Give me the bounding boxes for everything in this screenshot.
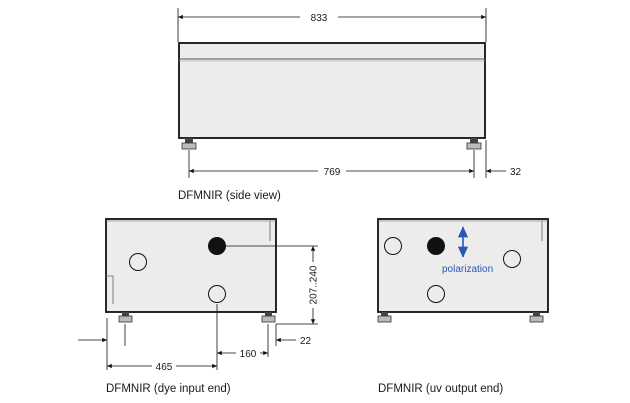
uv-output-end-view: polarization DFMNIR (uv output end) xyxy=(377,218,549,395)
dye-input-port xyxy=(208,237,226,255)
dye-input-end-view: 207..240 22 160 465 DFMNIR (dye input en… xyxy=(78,218,320,395)
dim-overall-length: 833 xyxy=(311,13,328,24)
panel-detail xyxy=(106,275,114,304)
port-circle xyxy=(208,285,226,303)
foot-right xyxy=(466,138,482,150)
port-circle xyxy=(427,285,445,303)
foot-right xyxy=(261,312,276,323)
foot-left xyxy=(118,312,133,323)
uv-output-port xyxy=(427,237,445,255)
dim-height: 207..240 xyxy=(309,265,320,304)
port-circle xyxy=(129,253,147,271)
dim-port-offset: 160 xyxy=(240,349,257,360)
dim-width: 465 xyxy=(156,362,173,373)
port-circle xyxy=(503,250,521,268)
port-circle xyxy=(384,237,402,255)
dim-end-offset: 32 xyxy=(510,167,522,178)
dim-feet-spacing: 769 xyxy=(324,167,341,178)
foot-left xyxy=(181,138,197,150)
caption-uv-output-end: DFMNIR (uv output end) xyxy=(378,383,503,395)
polarization-label: polarization xyxy=(442,264,493,275)
side-view: 833 769 32 DFMNIR (side view) xyxy=(177,8,522,202)
dim-edge-offset: 22 xyxy=(300,336,312,347)
foot-left xyxy=(377,312,392,323)
housing-body xyxy=(178,42,486,139)
caption-side-view: DFMNIR (side view) xyxy=(178,190,281,202)
caption-dye-input-end: DFMNIR (dye input end) xyxy=(106,383,231,395)
foot-right xyxy=(529,312,544,323)
end-panel xyxy=(105,218,277,313)
